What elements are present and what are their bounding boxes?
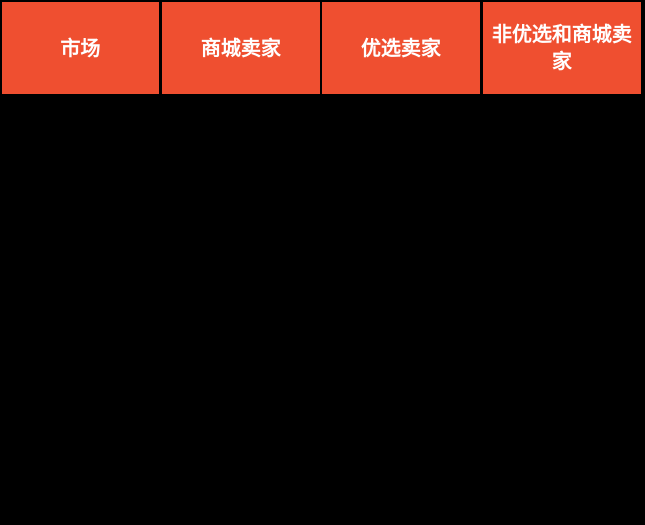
header-label: 优选卖家 [361,35,441,60]
header-cell-market: 市场 [2,2,159,94]
table-body [0,94,645,525]
header-label: 非优选和商城卖家 [492,22,632,73]
header-label: 市场 [60,35,101,60]
header-label: 商城卖家 [201,35,281,60]
header-cell-preferred-seller: 优选卖家 [322,2,480,94]
header-cell-mall-seller: 商城卖家 [162,2,320,94]
table-header-row: 市场 商城卖家 优选卖家 非优选和商城卖家 [0,2,645,94]
header-cell-non-preferred-mall-seller: 非优选和商城卖家 [483,2,641,94]
